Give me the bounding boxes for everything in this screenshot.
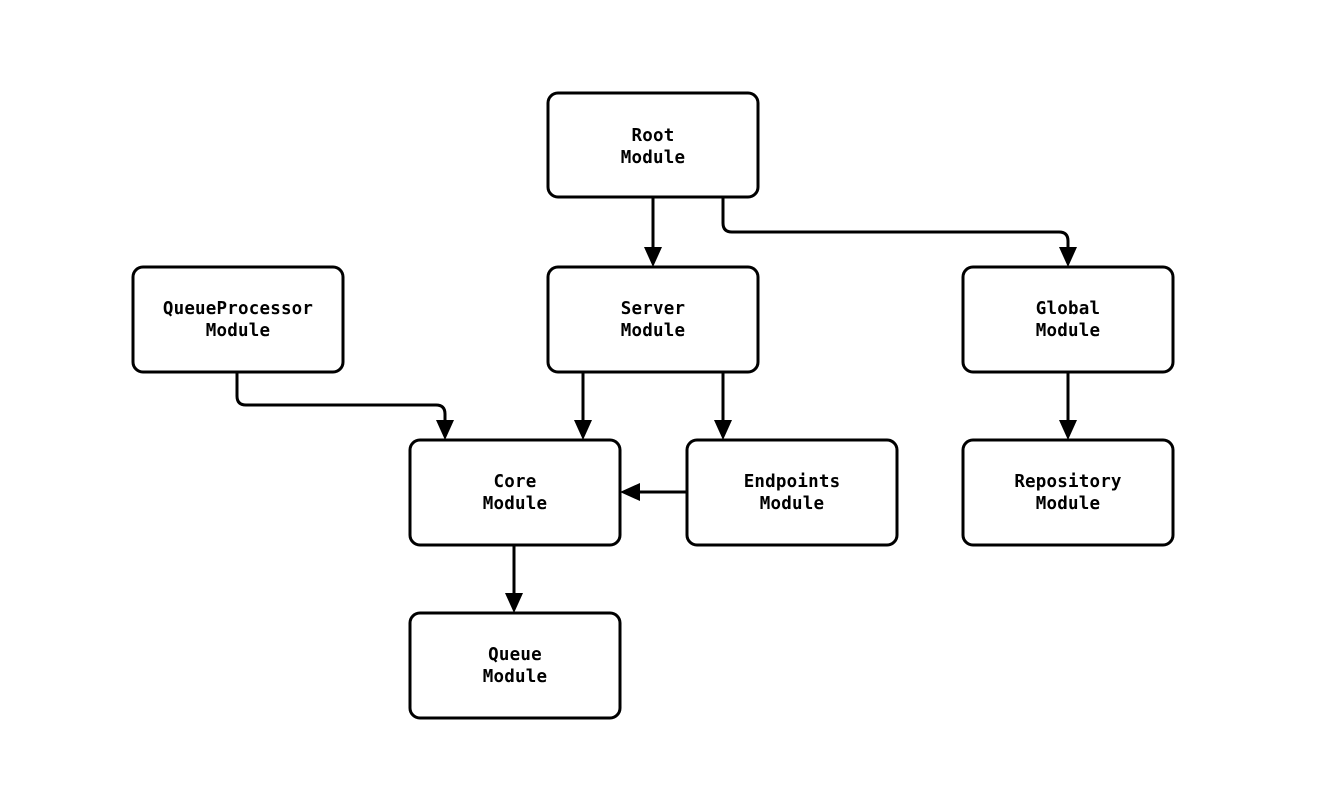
node-queue-module-label-line1: Queue: [488, 645, 542, 665]
edge-global-to-repository-arrowhead: [1059, 420, 1077, 440]
node-server-module-box[interactable]: [546, 265, 760, 374]
node-endpoints-module-label-line2: Module: [760, 494, 824, 514]
edge-root-to-server: [644, 197, 662, 267]
node-core-module-box[interactable]: [408, 438, 622, 547]
node-core-module-label-line1: Core: [494, 472, 537, 492]
edge-queueprocessor-to-core: [235, 372, 454, 440]
edge-root-to-global-arrowhead: [1059, 247, 1077, 267]
node-queue-module-label-line2: Module: [483, 667, 547, 687]
edge-core-to-queue-arrowhead: [505, 593, 523, 613]
node-repository-module-label-line1: Repository: [1014, 472, 1122, 492]
edge-root-to-server-arrowhead: [644, 247, 662, 267]
node-server-module-label-line2: Module: [621, 321, 685, 341]
node-global-module[interactable]: Global Module: [961, 265, 1175, 374]
node-repository-module-box[interactable]: [961, 438, 1175, 547]
edge-endpoints-to-core-arrowhead: [620, 483, 640, 501]
edge-global-to-repository: [1059, 372, 1077, 440]
node-core-module[interactable]: Core Module: [408, 438, 622, 547]
node-endpoints-module-box[interactable]: [685, 438, 899, 547]
node-server-module-label-line1: Server: [621, 299, 685, 319]
edge-server-to-core-arrowhead: [574, 420, 592, 440]
edge-core-to-queue: [505, 545, 523, 613]
node-global-module-label-line2: Module: [1036, 321, 1100, 341]
node-global-module-box[interactable]: [961, 265, 1175, 374]
node-root-module-label-line1: Root: [632, 126, 675, 146]
node-server-module[interactable]: Server Module: [546, 265, 760, 374]
node-queue-module-box[interactable]: [408, 611, 622, 720]
node-queueprocessor-module-box[interactable]: [131, 265, 345, 374]
node-global-module-label-line1: Global: [1036, 299, 1100, 319]
edge-queueprocessor-to-core-line: [235, 372, 447, 423]
node-queueprocessor-module[interactable]: QueueProcessor Module: [131, 265, 345, 374]
edge-root-to-global: [721, 197, 1077, 267]
node-endpoints-module[interactable]: Endpoints Module: [685, 438, 899, 547]
node-repository-module[interactable]: Repository Module: [961, 438, 1175, 547]
node-core-module-label-line2: Module: [483, 494, 547, 514]
edge-server-to-endpoints: [714, 372, 732, 440]
edge-root-to-global-line: [721, 197, 1070, 250]
node-queueprocessor-module-label-line2: Module: [206, 321, 270, 341]
node-endpoints-module-label-line1: Endpoints: [744, 472, 841, 492]
node-repository-module-label-line2: Module: [1036, 494, 1100, 514]
node-root-module[interactable]: Root Module: [546, 91, 760, 199]
edge-server-to-core: [574, 372, 592, 440]
edge-queueprocessor-to-core-arrowhead: [436, 420, 454, 440]
node-root-module-label-line2: Module: [621, 148, 685, 168]
edge-server-to-endpoints-arrowhead: [714, 420, 732, 440]
node-root-module-box[interactable]: [546, 91, 760, 199]
edge-endpoints-to-core: [620, 483, 687, 501]
node-queueprocessor-module-label-line1: QueueProcessor: [163, 299, 313, 319]
node-queue-module[interactable]: Queue Module: [408, 611, 622, 720]
